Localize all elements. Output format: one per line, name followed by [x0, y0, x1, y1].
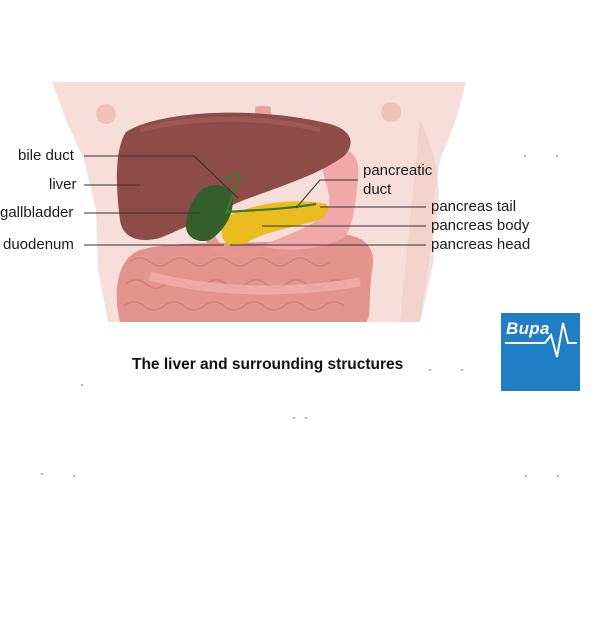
figure-caption: The liver and surrounding structures	[132, 356, 404, 373]
liver-highlight	[139, 117, 321, 133]
label-liver: liver	[49, 176, 77, 193]
label-gallbladder: gallbladder	[0, 204, 74, 221]
label-pancreas-head: pancreas head	[431, 236, 531, 253]
large-intestine	[116, 234, 374, 322]
label-pancreatic-duct-line2: duct	[363, 181, 392, 198]
torso-shading	[400, 120, 439, 322]
left-nipple	[96, 104, 116, 124]
heartbeat-icon	[505, 322, 577, 358]
label-bile-duct: bile duct	[18, 147, 74, 164]
logo-text: Bupa	[506, 319, 550, 338]
duodenum-organ	[206, 232, 262, 258]
leader-lines	[84, 155, 426, 246]
stomach	[262, 148, 359, 250]
leader-pancreatic-duct	[295, 179, 358, 209]
bile-ducts	[221, 173, 317, 215]
bupa-logo: Bupa	[501, 313, 580, 391]
right-nipple	[381, 102, 401, 122]
gallbladder-organ	[185, 185, 233, 242]
leader-bile-duct	[84, 155, 239, 199]
pancreas	[221, 201, 329, 246]
label-pancreatic-duct-line1: pancreatic	[363, 162, 433, 179]
colon-band	[148, 271, 361, 295]
liver	[116, 112, 351, 240]
label-pancreas-body: pancreas body	[431, 217, 530, 234]
label-duodenum: duodenum	[3, 236, 74, 253]
label-pancreas-tail: pancreas tail	[431, 198, 517, 215]
